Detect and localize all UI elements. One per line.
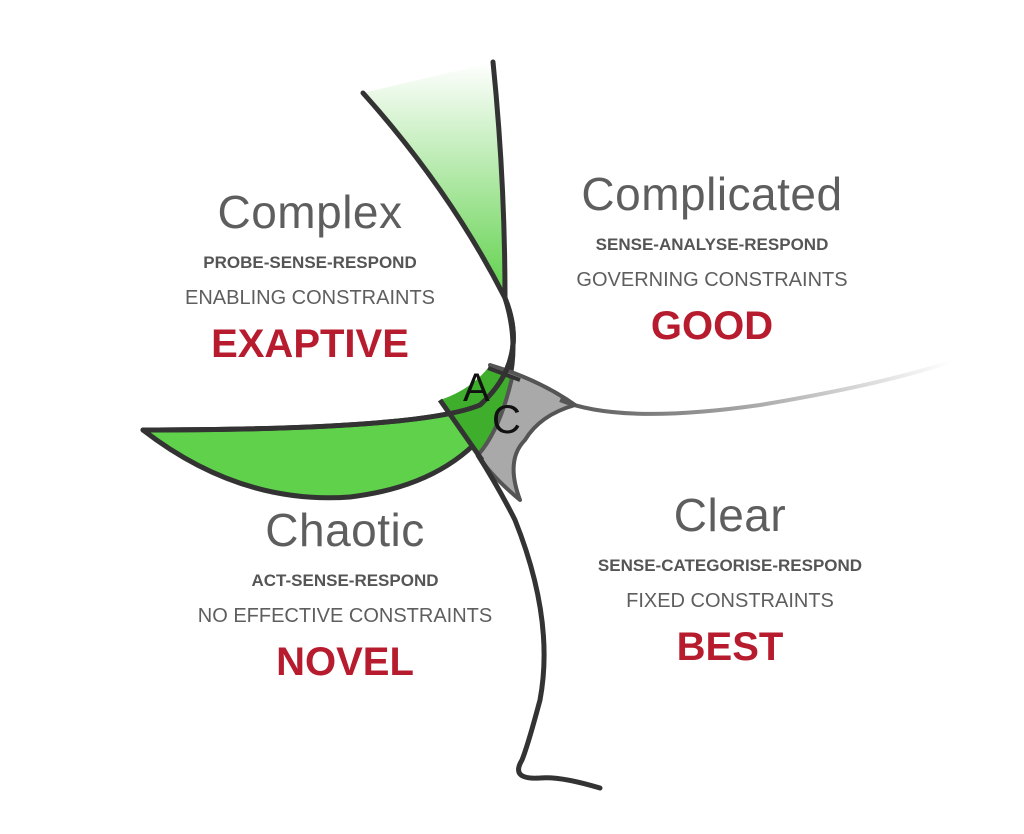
left-boundary-line (140, 90, 516, 433)
complicated-boundary-tail (559, 360, 951, 416)
center-label-c: C (492, 398, 521, 442)
domain-title: Chaotic (265, 504, 425, 556)
domain-complicated: Complicated SENSE-ANALYSE-RESPOND GOVERN… (576, 167, 847, 349)
domain-constraints: FIXED CONSTRAINTS (626, 590, 834, 612)
domain-method: ACT-SENSE-RESPOND (251, 571, 439, 590)
domain-practice: BEST (676, 625, 784, 669)
domain-clear: Clear SENSE-CATEGORISE-RESPOND FIXED CON… (598, 488, 862, 670)
domain-chaotic: Chaotic ACT-SENSE-RESPOND NO EFFECTIVE C… (198, 503, 492, 685)
domain-constraints: NO EFFECTIVE CONSTRAINTS (197, 605, 493, 627)
clear-chaotic-boundary-stem (475, 452, 603, 791)
right-boundary-line (490, 59, 508, 301)
center-divider-line-2 (487, 366, 521, 382)
domain-title: Complicated (581, 168, 843, 220)
domain-title: Complex (217, 186, 403, 238)
domain-complex: Complex PROBE-SENSE-RESPOND ENABLING CON… (185, 185, 435, 367)
domain-method: SENSE-ANALYSE-RESPOND (595, 235, 829, 254)
domain-practice: EXAPTIVE (211, 322, 409, 366)
domain-method: SENSE-CATEGORISE-RESPOND (597, 556, 863, 575)
domain-constraints: ENABLING CONSTRAINTS (184, 287, 436, 309)
domain-practice: NOVEL (276, 640, 414, 684)
domain-practice: GOOD (650, 304, 774, 348)
center-divider-line (437, 398, 485, 462)
disorder-gray-region (476, 363, 577, 502)
domain-title: Clear (673, 489, 787, 541)
domain-method: PROBE-SENSE-RESPOND (203, 253, 417, 272)
center-label-a: A (463, 366, 490, 410)
domain-constraints: GOVERNING CONSTRAINTS (576, 269, 848, 291)
